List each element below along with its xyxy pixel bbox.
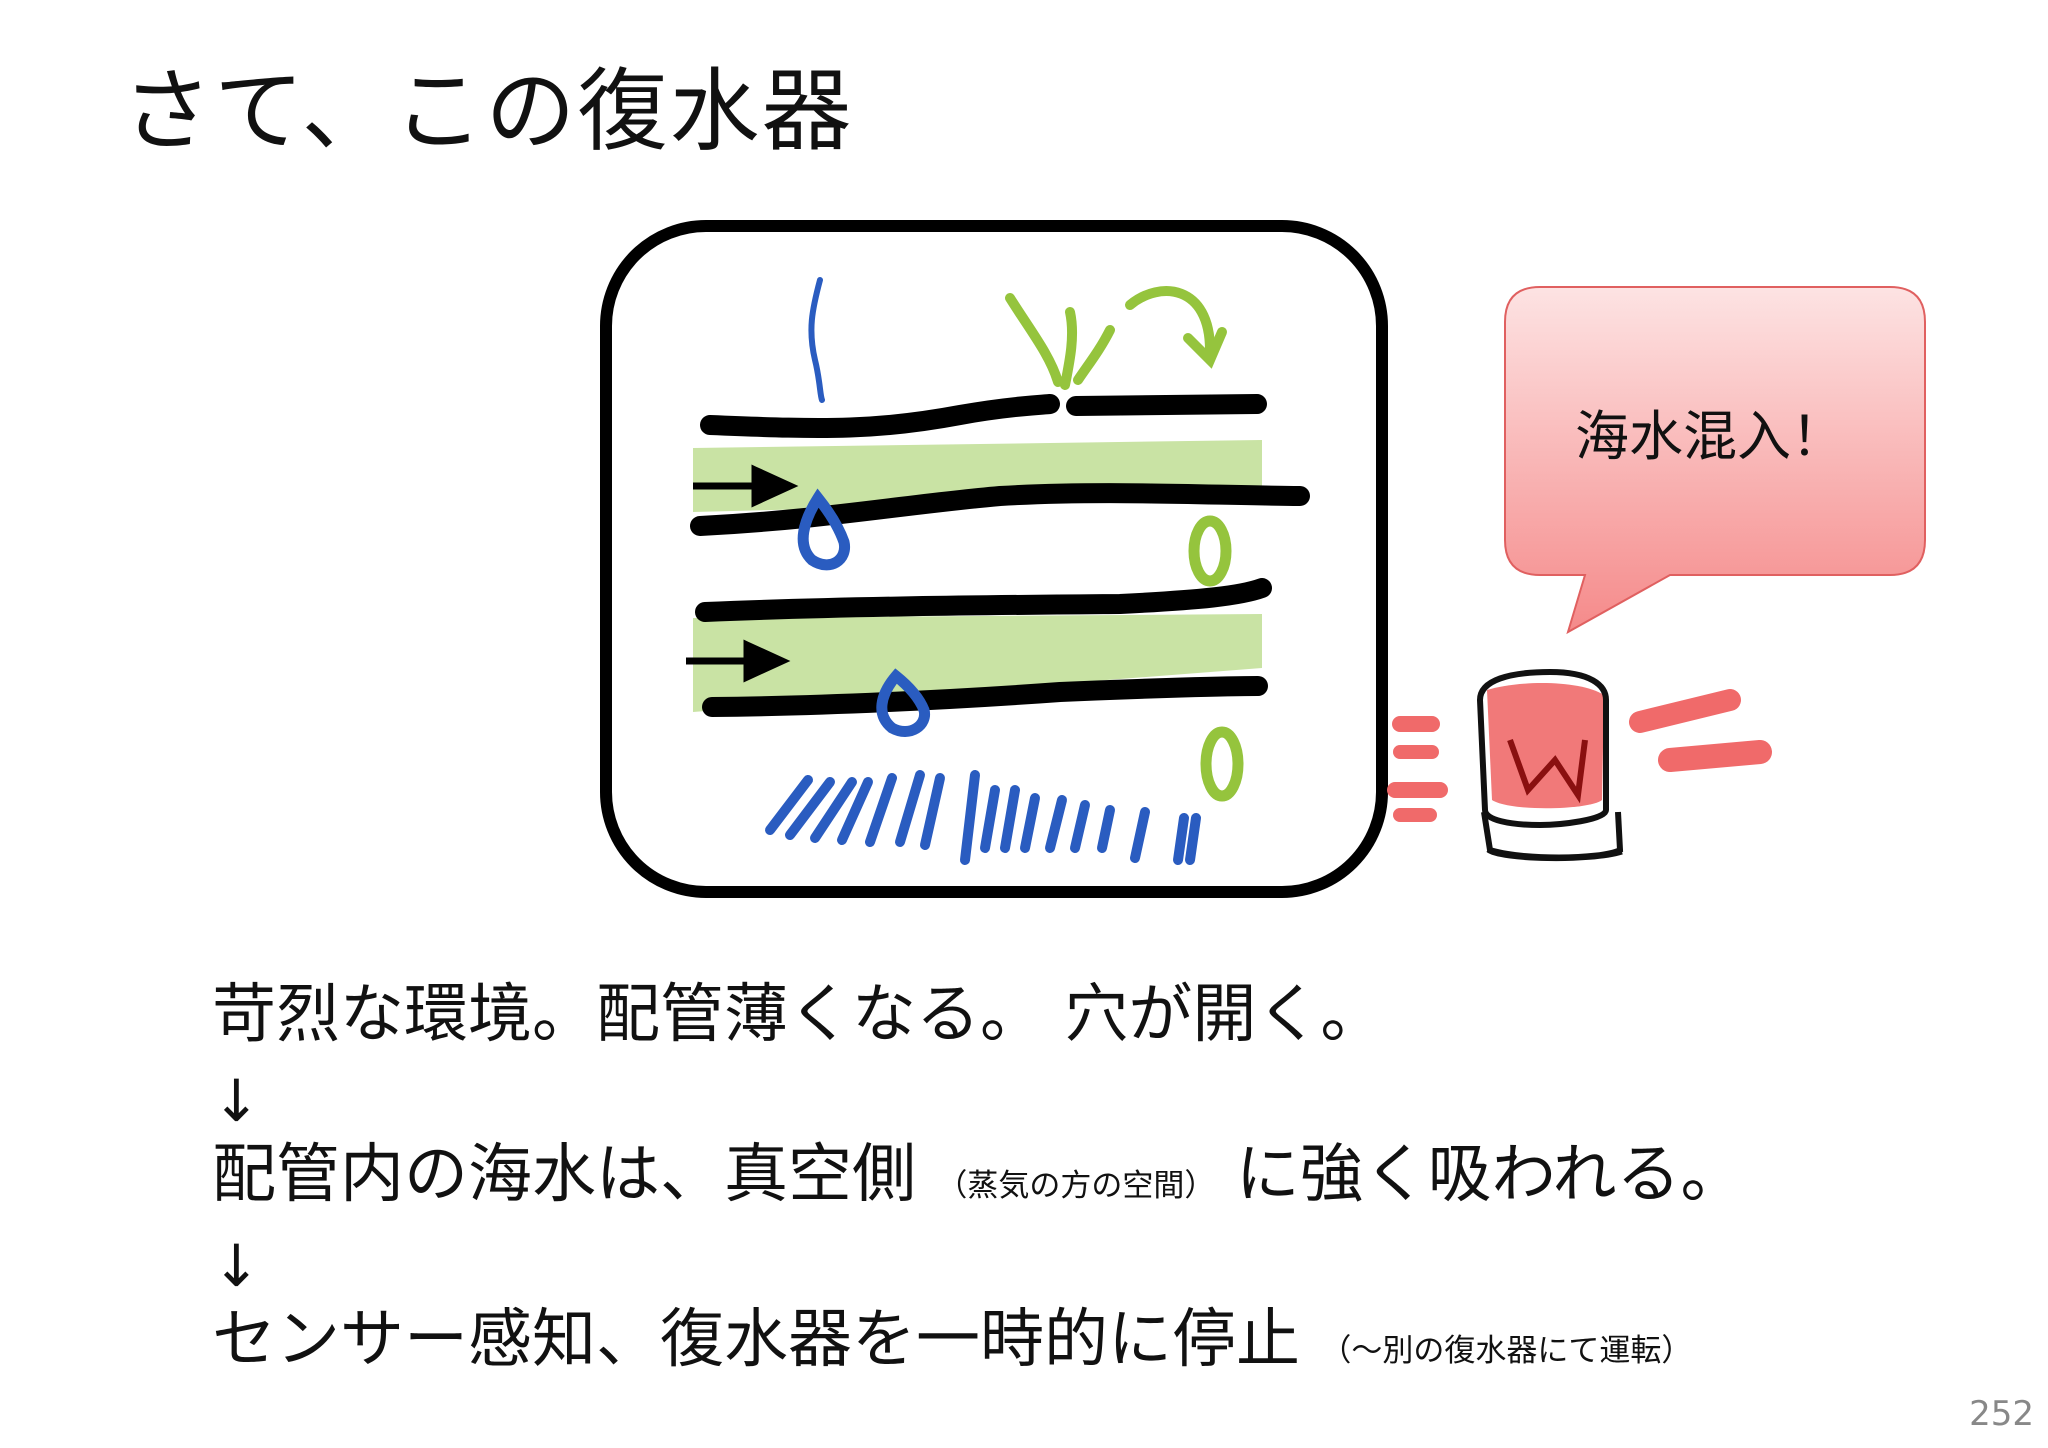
down-arrow-2: ↓ — [212, 1232, 261, 1300]
water-drop-icon — [876, 668, 930, 737]
body-line-1: 苛烈な環境。配管薄くなる。 穴が開く。 — [212, 978, 1385, 1052]
sea-water-hatching — [765, 770, 1201, 865]
body-line-3: センサー感知、復水器を一時的に停止 （～別の復水器にて運転） — [212, 1305, 1692, 1375]
body-line-3-main: センサー感知、復水器を一時的に停止 — [212, 1303, 1300, 1377]
vacuum-stroke — [808, 277, 825, 403]
diagram-frame — [600, 220, 1388, 898]
down-arrow-1: ↓ — [212, 1067, 261, 1135]
steam-plant-icon — [1005, 293, 1115, 390]
body-line-3-note: （～別の復水器にて運転） — [1320, 1333, 1693, 1369]
alarm-light-icon — [1387, 668, 1772, 862]
body-line-2-main: 配管内の海水は、真空側 — [212, 1138, 916, 1212]
body-line-2-note: （蒸気の方の空間） — [936, 1168, 1216, 1204]
page-number: 252 — [1969, 1394, 2034, 1434]
bubble-text: 海水混入！ — [1575, 405, 1845, 468]
right-arrow-icon — [693, 464, 799, 508]
right-arrow-icon — [686, 639, 791, 683]
speech-bubble — [1504, 286, 1926, 635]
water-drop-icon — [797, 488, 850, 571]
body-line-2-end: に強く吸われる。 — [1235, 1138, 1745, 1212]
water-drop-icon — [1188, 515, 1244, 802]
body-line-2: 配管内の海水は、真空側 （蒸気の方の空間） に強く吸われる。 — [212, 1140, 1745, 1210]
slide-title: さて、この復水器 — [122, 59, 854, 164]
curved-arrow-icon — [1125, 286, 1227, 369]
